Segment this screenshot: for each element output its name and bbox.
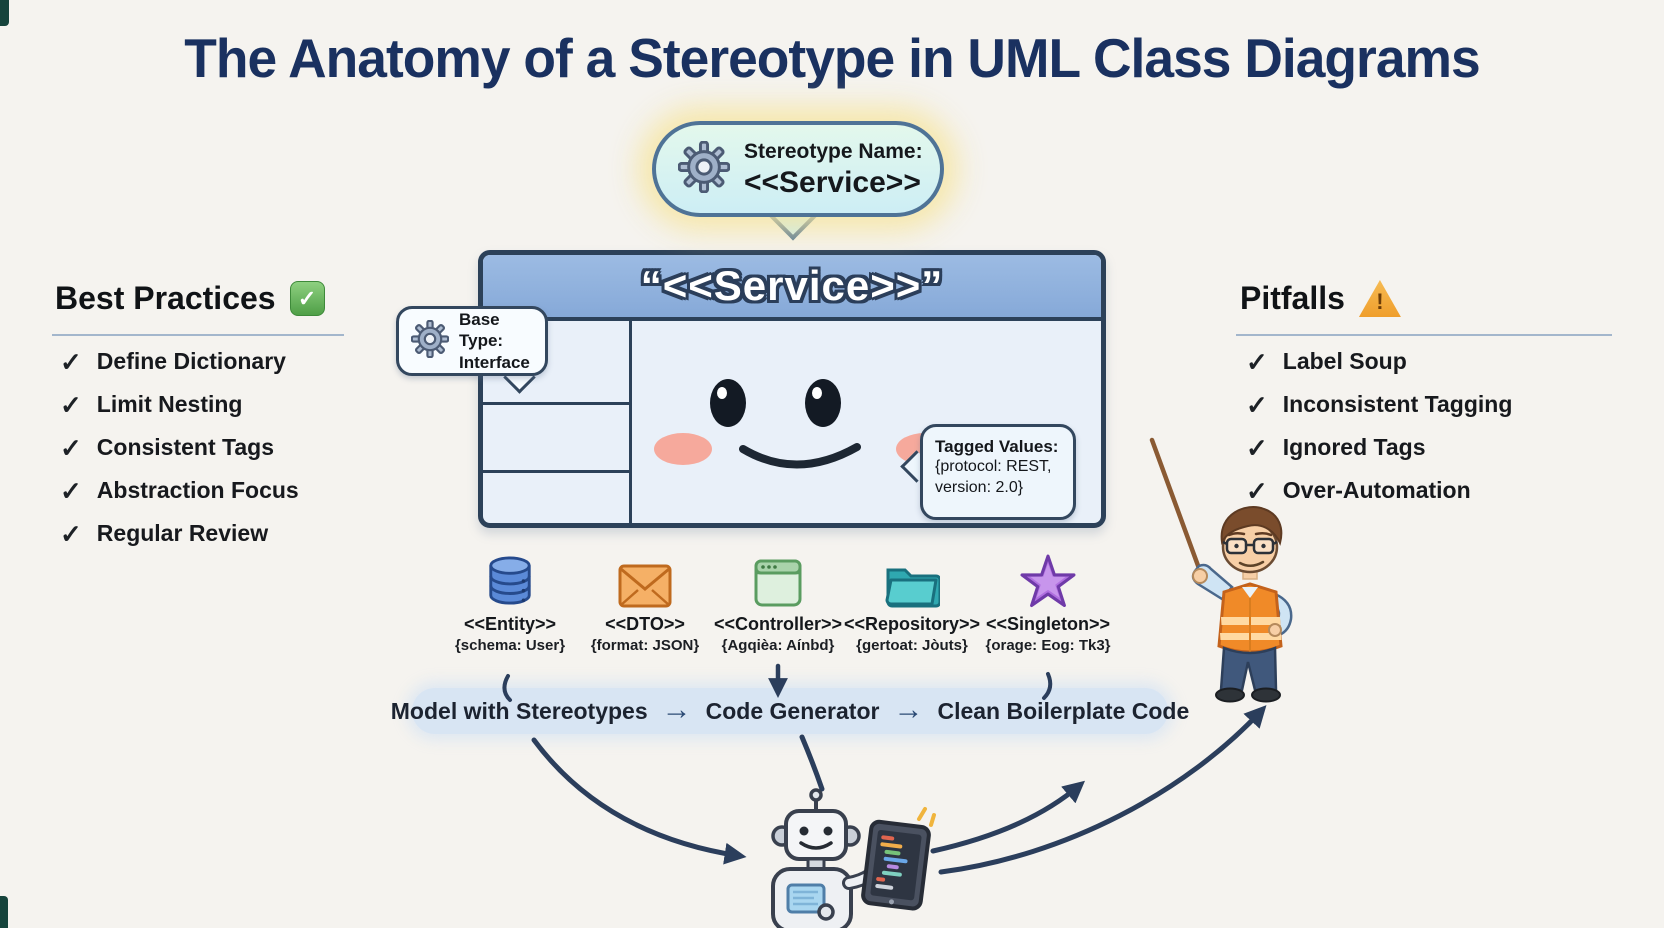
stereotype-example-entity: <<Entity>> {schema: User} [435, 552, 585, 654]
list-item: ✓ Label Soup [1246, 348, 1512, 375]
stereotype-label: <<DTO>> [605, 614, 685, 634]
warning-icon: ! [1358, 280, 1401, 317]
list-item: ✓ Abstraction Focus [60, 477, 299, 504]
checkmark-icon: ✓ [60, 475, 82, 506]
class-box-divider-vertical [629, 321, 632, 523]
arrow-model-to-robot [531, 737, 747, 865]
list-item: ✓ Define Dictionary [60, 348, 299, 375]
arrow-robot-to-presenter [938, 705, 1267, 875]
flow-bar: Model with Stereotypes → Code Generator … [391, 688, 1189, 734]
class-box-title: “<<Service>>” [640, 262, 944, 309]
folder-icon [837, 552, 987, 608]
list-item-label: Label Soup [1282, 348, 1407, 374]
face-smile [735, 441, 865, 490]
right-arrow-icon: → [661, 692, 692, 726]
tagged-values-label: Tagged Values: [935, 437, 1059, 456]
right-arrow-icon: → [893, 692, 924, 726]
list-item-label: Over-Automation [1282, 477, 1471, 503]
stereotype-example-controller: <<Controller>> {Agqièa: Aínbd} [703, 552, 853, 654]
stereotype-bubble-text: Stereotype Name: <<Service>> [744, 139, 923, 198]
stereotype-label: <<Repository>> [843, 614, 981, 634]
list-item-label: Regular Review [96, 520, 269, 546]
best-practices-divider [52, 334, 344, 336]
flow-step-model: Model with Stereotypes [390, 697, 648, 724]
checkmark-icon: ✓ [1246, 389, 1268, 420]
database-icon [435, 552, 585, 608]
pitfalls-heading-text: Pitfalls [1240, 280, 1345, 316]
list-item-label: Ignored Tags [1282, 434, 1426, 460]
checkmark-icon: ✓ [60, 389, 82, 420]
stereotype-bubble-label: Stereotype Name: [744, 140, 923, 164]
list-item-label: Limit Nesting [96, 391, 243, 417]
list-item-label: Inconsistent Tagging [1282, 391, 1513, 417]
star-icon [973, 552, 1123, 608]
stereotype-tag: {Agqièa: Aínbd} [721, 637, 835, 654]
presenter-illustration [1158, 498, 1318, 703]
class-box-header: “<<Service>>” [483, 255, 1101, 321]
corner-artifact-bottom-left [0, 896, 8, 928]
gear-icon [677, 140, 731, 198]
stereotype-example-dto: <<DTO>> {format: JSON} [570, 552, 720, 654]
checkmark-icon: ✓ [60, 432, 82, 463]
pitfalls-divider [1236, 334, 1612, 336]
list-item-label: Define Dictionary [96, 348, 286, 374]
code-tablet [861, 819, 931, 911]
flow-step-output: Clean Boilerplate Code [937, 697, 1190, 724]
checkmark-icon: ✓ [1246, 346, 1268, 377]
list-item: ✓ Regular Review [60, 520, 299, 547]
check-badge-icon: ✓ [289, 281, 325, 316]
class-box-compartment-line [483, 402, 629, 405]
stereotype-name-bubble: Stereotype Name: <<Service>> [652, 121, 944, 217]
gear-icon [410, 319, 450, 363]
checkmark-icon: ✓ [60, 518, 82, 549]
pitfalls-heading: Pitfalls ! [1240, 280, 1401, 317]
stereotype-tag: {gertoat: Jòuts} [856, 637, 968, 654]
class-box-compartment-line [483, 470, 629, 473]
tagged-values-line1: {protocol: REST, [935, 458, 1052, 476]
list-item-label: Consistent Tags [96, 434, 275, 460]
connector-generator-to-robot [799, 734, 825, 792]
stereotype-example-singleton: <<Singleton>> {orage: Eog: Tk3} [973, 552, 1123, 654]
arrow-robot-to-output [930, 780, 1086, 854]
tagged-values-callout: Tagged Values: {protocol: REST, version:… [920, 424, 1076, 520]
stereotype-label: <<Singleton>> [985, 614, 1111, 634]
stereotype-tag: {orage: Eog: Tk3} [985, 637, 1111, 654]
list-item: ✓ Inconsistent Tagging [1246, 391, 1512, 418]
envelope-icon [570, 552, 720, 608]
corner-artifact-top-left [0, 0, 9, 26]
stereotype-tag: {format: JSON} [590, 637, 700, 654]
face-eye-right [805, 379, 841, 427]
sparkle-icon [917, 807, 936, 827]
check-badge-glyph: ✓ [297, 285, 317, 311]
robot-illustration [728, 784, 938, 928]
list-item-label: Abstraction Focus [96, 477, 299, 503]
base-type-label: Base Type: [459, 310, 504, 351]
window-icon [703, 552, 853, 608]
list-item: ✓ Consistent Tags [60, 434, 299, 461]
base-type-value: Interface [459, 352, 530, 372]
stereotype-example-repository: <<Repository>> {gertoat: Jòuts} [837, 552, 987, 654]
stereotype-bubble-value: <<Service>> [744, 165, 921, 199]
stereotype-label: <<Entity>> [463, 614, 557, 634]
stereotype-label: <<Controller>> [713, 614, 843, 634]
base-type-callout: Base Type: Interface [396, 306, 548, 376]
pitfalls-list: ✓ Label Soup ✓ Inconsistent Tagging ✓ Ignor… [1246, 348, 1512, 504]
best-practices-heading: Best Practices ✓ [55, 280, 325, 317]
face-cheek-left [654, 433, 712, 465]
flow-step-generator: Code Generator [705, 697, 880, 724]
best-practices-heading-text: Best Practices [55, 280, 276, 316]
checkmark-icon: ✓ [1246, 475, 1268, 506]
list-item: ✓ Over-Automation [1246, 477, 1512, 504]
tagged-values-line2: version: 2.0} [935, 479, 1024, 497]
checkmark-icon: ✓ [1246, 432, 1268, 463]
page-title: The Anatomy of a Stereotype in UML Class… [184, 27, 1480, 89]
best-practices-list: ✓ Define Dictionary ✓ Limit Nesting ✓ Consi… [60, 348, 299, 547]
list-item: ✓ Ignored Tags [1246, 434, 1512, 461]
base-type-text: Base Type: Interface [459, 309, 533, 373]
warning-glyph: ! [1376, 289, 1384, 314]
checkmark-icon: ✓ [60, 346, 82, 377]
face-eye-left [710, 379, 746, 427]
stereotype-tag: {schema: User} [454, 637, 566, 654]
list-item: ✓ Limit Nesting [60, 391, 299, 418]
